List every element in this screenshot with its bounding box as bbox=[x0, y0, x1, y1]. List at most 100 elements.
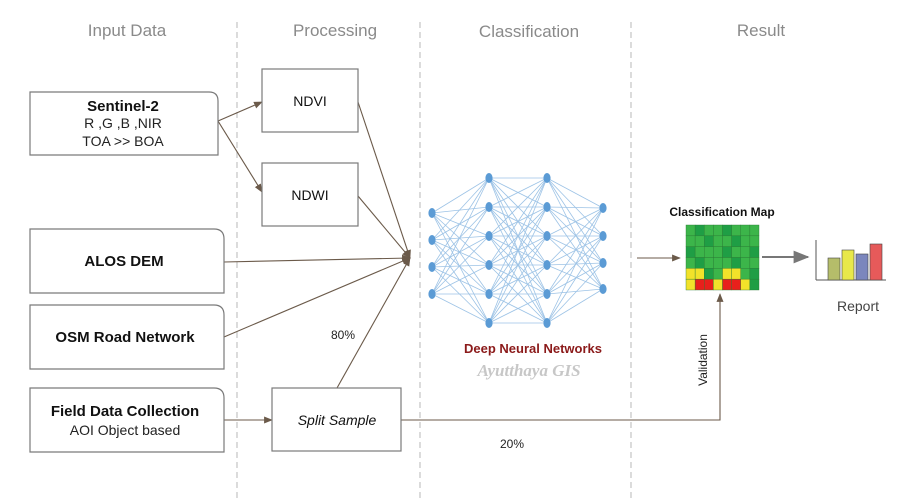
ndvi-box-shape bbox=[261, 68, 359, 133]
map-cell bbox=[740, 278, 751, 291]
map-cell bbox=[740, 268, 751, 280]
nn-neuron bbox=[543, 318, 551, 328]
percent-train: 80% bbox=[331, 328, 355, 342]
map-cell bbox=[749, 268, 760, 280]
arrow-sentinel-ndwi bbox=[217, 120, 263, 193]
map-cell bbox=[685, 257, 696, 269]
report-chart-icon bbox=[815, 240, 886, 281]
nn-edge bbox=[488, 235, 548, 324]
nn-edge bbox=[431, 177, 490, 214]
map-cell bbox=[704, 246, 714, 258]
nn-neuron bbox=[485, 318, 493, 328]
nn-edge bbox=[546, 235, 604, 264]
map-cell bbox=[722, 257, 732, 269]
nn-edge bbox=[431, 212, 490, 295]
nn-edge bbox=[431, 239, 490, 324]
input-osm-box: OSM Road Network bbox=[29, 304, 225, 370]
nn-edge bbox=[431, 266, 490, 295]
nn-edge bbox=[431, 206, 490, 268]
nn-edge bbox=[488, 177, 548, 208]
osm-box-shape bbox=[29, 304, 225, 370]
nn-edge bbox=[431, 266, 490, 324]
map-cell bbox=[749, 257, 760, 269]
alos-box-shape bbox=[29, 228, 225, 294]
field-title: Field Data Collection bbox=[51, 403, 199, 420]
nn-neuron bbox=[599, 258, 607, 268]
map-cell bbox=[749, 224, 760, 237]
report-bar bbox=[827, 257, 841, 281]
arrow-ndvi-merge bbox=[357, 101, 411, 259]
map-cell bbox=[713, 246, 723, 258]
arrow-split-merge bbox=[336, 257, 411, 389]
map-cell bbox=[749, 278, 760, 291]
percent-validation: 20% bbox=[500, 437, 524, 451]
column-title-classification: Classification bbox=[479, 22, 579, 41]
alos-title: ALOS DEM bbox=[84, 253, 163, 270]
nn-edge bbox=[431, 235, 490, 268]
nn-edge bbox=[431, 212, 490, 324]
watermark-text: Ayutthaya GIS bbox=[476, 361, 580, 380]
map-cell bbox=[694, 257, 705, 269]
nn-edge bbox=[488, 177, 548, 324]
map-cell bbox=[722, 246, 732, 258]
nn-neuron bbox=[428, 235, 436, 245]
nn-edge bbox=[546, 177, 604, 264]
input-sentinel-box: Sentinel-2 R ,G ,B ,NIR TOA >> BOA bbox=[29, 91, 219, 156]
arrow-osm-merge bbox=[223, 257, 411, 338]
nn-edge bbox=[488, 293, 548, 324]
nn-edge bbox=[546, 207, 604, 295]
classification-map-image bbox=[685, 224, 760, 291]
nn-edge bbox=[546, 288, 604, 295]
report-bar bbox=[855, 253, 869, 281]
map-cell bbox=[731, 224, 741, 237]
map-cell bbox=[685, 268, 696, 280]
map-cell bbox=[740, 235, 751, 247]
nn-edge bbox=[546, 235, 604, 324]
nn-neuron bbox=[485, 289, 493, 299]
map-cell bbox=[685, 246, 696, 258]
nn-edge bbox=[431, 206, 490, 241]
nn-edge bbox=[488, 177, 548, 237]
arrow-split-validation bbox=[401, 293, 724, 421]
map-cell bbox=[704, 224, 714, 237]
input-field-box: Field Data Collection AOI Object based bbox=[29, 387, 225, 453]
map-cell bbox=[694, 224, 705, 237]
nn-neuron bbox=[485, 202, 493, 212]
nn-edge bbox=[431, 177, 490, 268]
map-cell bbox=[749, 235, 760, 247]
map-cell bbox=[731, 268, 741, 280]
nn-edge bbox=[546, 206, 604, 290]
map-cell bbox=[740, 257, 751, 269]
map-cell bbox=[713, 235, 723, 247]
osm-title: OSM Road Network bbox=[55, 329, 195, 346]
nn-edge bbox=[488, 177, 548, 266]
arrow-sentinel-ndvi bbox=[217, 101, 263, 122]
column-title-processing: Processing bbox=[293, 21, 377, 40]
nn-edge bbox=[431, 177, 490, 295]
nn-neuron bbox=[485, 173, 493, 183]
map-cell bbox=[722, 235, 732, 247]
map-cell bbox=[685, 278, 696, 291]
nn-edge bbox=[431, 212, 490, 237]
nn-neuron bbox=[428, 289, 436, 299]
map-cell bbox=[731, 235, 741, 247]
nn-edge bbox=[431, 293, 490, 324]
map-cell bbox=[713, 257, 723, 269]
nn-edge bbox=[546, 288, 604, 324]
classification-map-title: Classification Map bbox=[669, 205, 774, 219]
map-cell bbox=[731, 246, 741, 258]
nn-neuron bbox=[543, 173, 551, 183]
nn-edge bbox=[431, 235, 490, 295]
nn-neuron bbox=[599, 284, 607, 294]
map-cell bbox=[694, 246, 705, 258]
column-title-input: Input Data bbox=[88, 21, 167, 40]
nn-edge bbox=[546, 206, 604, 237]
nn-edge bbox=[546, 262, 604, 295]
map-cell bbox=[694, 278, 705, 291]
ndwi-box: NDWI bbox=[261, 162, 359, 227]
nn-neuron bbox=[599, 203, 607, 213]
nn-edge bbox=[488, 206, 548, 324]
report-bar bbox=[869, 243, 883, 281]
map-cell bbox=[704, 257, 714, 269]
map-cell bbox=[722, 224, 732, 237]
